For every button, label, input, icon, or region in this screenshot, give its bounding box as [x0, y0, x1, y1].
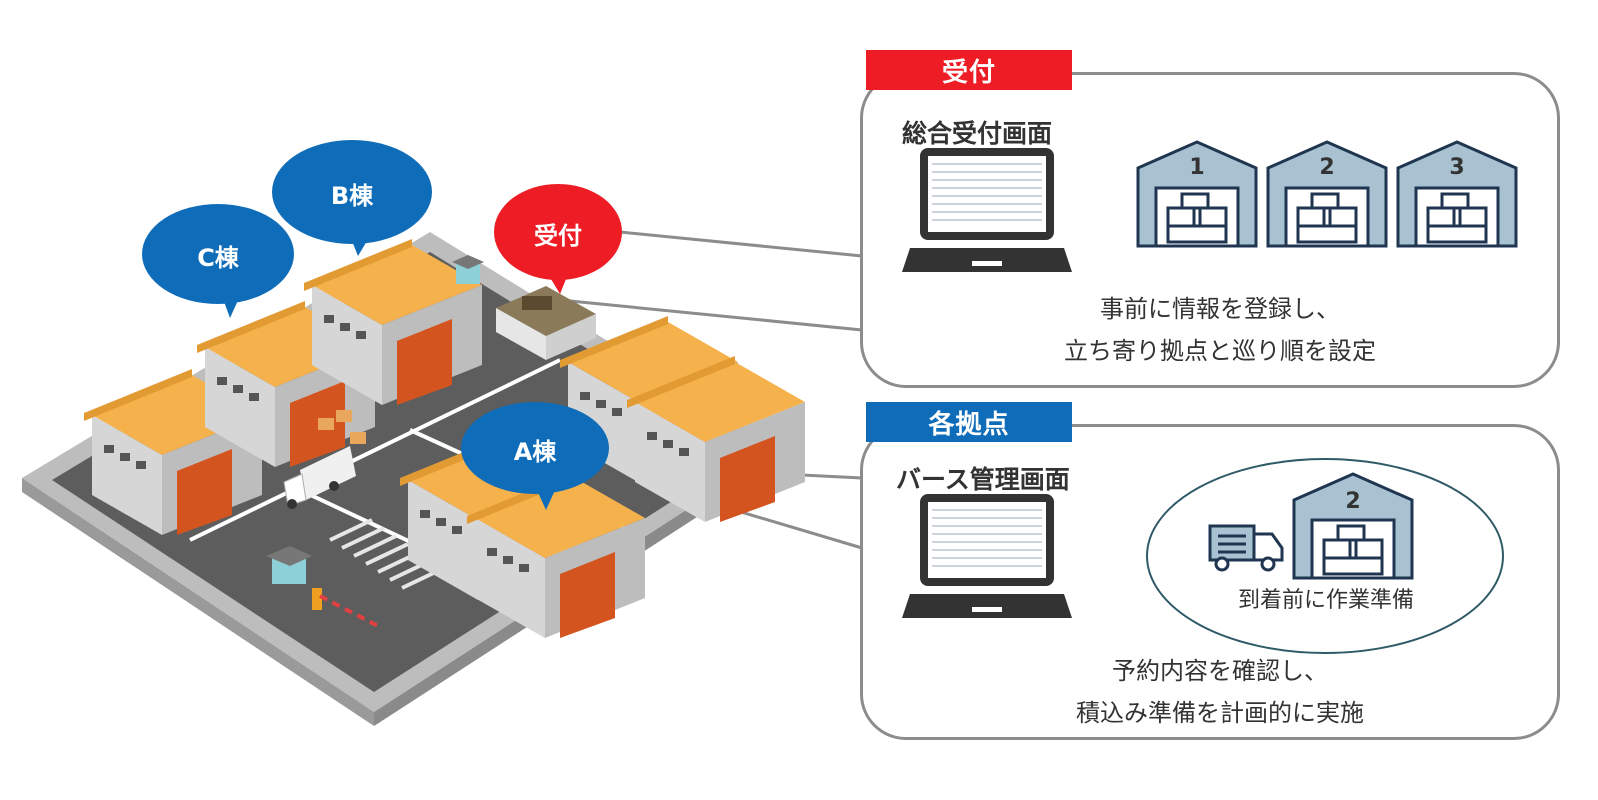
- warehouse-2-icon: 2: [1266, 140, 1388, 248]
- bubble-b-label: B棟: [330, 182, 374, 210]
- truck-icon: [1208, 524, 1284, 572]
- prep-label: 到着前に作業準備: [1237, 588, 1414, 613]
- truck: [283, 446, 356, 509]
- warehouse-3-icon: 3: [1396, 140, 1518, 248]
- reception-desc-line2: 立ち寄り拠点と巡り順を設定: [1064, 337, 1376, 365]
- parking-lot: [329, 518, 445, 590]
- reception-tag: 受付: [866, 50, 1072, 90]
- reception-desc-line1: 事前に情報を登録し、: [1100, 295, 1340, 323]
- site-laptop-icon: [902, 494, 1072, 618]
- bubble-b: [272, 140, 432, 256]
- warehouse-icons: 1 2 3: [1136, 140, 1518, 248]
- warehouse-1-number: 1: [1189, 155, 1204, 180]
- reception-office: [496, 286, 596, 360]
- bubble-c-label: C棟: [197, 244, 239, 272]
- arrival-prep-ellipse: 2: [1146, 458, 1504, 654]
- guard-booth-top: [452, 255, 484, 284]
- site-desc-line1: 予約内容を確認し、: [1112, 657, 1328, 685]
- site-description: 予約内容を確認し、 積込み準備を計画的に実施: [1010, 650, 1430, 734]
- bubble-reception: [494, 184, 622, 294]
- site-warehouse-number: 2: [1345, 489, 1360, 514]
- reception-laptop-icon: [902, 148, 1072, 272]
- site-tag: 各拠点: [866, 402, 1072, 442]
- site-screen-title: バース管理画面: [896, 465, 1070, 494]
- reception-description: 事前に情報を登録し、 立ち寄り拠点と巡り順を設定: [1020, 288, 1420, 372]
- bubble-a-label: A棟: [513, 438, 557, 466]
- warehouse-2-number: 2: [1319, 155, 1334, 180]
- guard-booth-bottom: [266, 546, 312, 584]
- warehouse-3-number: 3: [1449, 155, 1464, 180]
- reception-screen-title: 総合受付画面: [902, 119, 1053, 148]
- warehouse-1-icon: 1: [1136, 140, 1258, 248]
- bubble-reception-label: 受付: [534, 222, 582, 250]
- bubble-a: [461, 402, 609, 510]
- site-desc-line2: 積込み準備を計画的に実施: [1076, 699, 1364, 727]
- warehouse-2-site-icon: 2: [1292, 472, 1414, 580]
- gate-barrier: [312, 588, 383, 630]
- bubble-c: [142, 204, 294, 318]
- cargo-boxes: [318, 410, 366, 444]
